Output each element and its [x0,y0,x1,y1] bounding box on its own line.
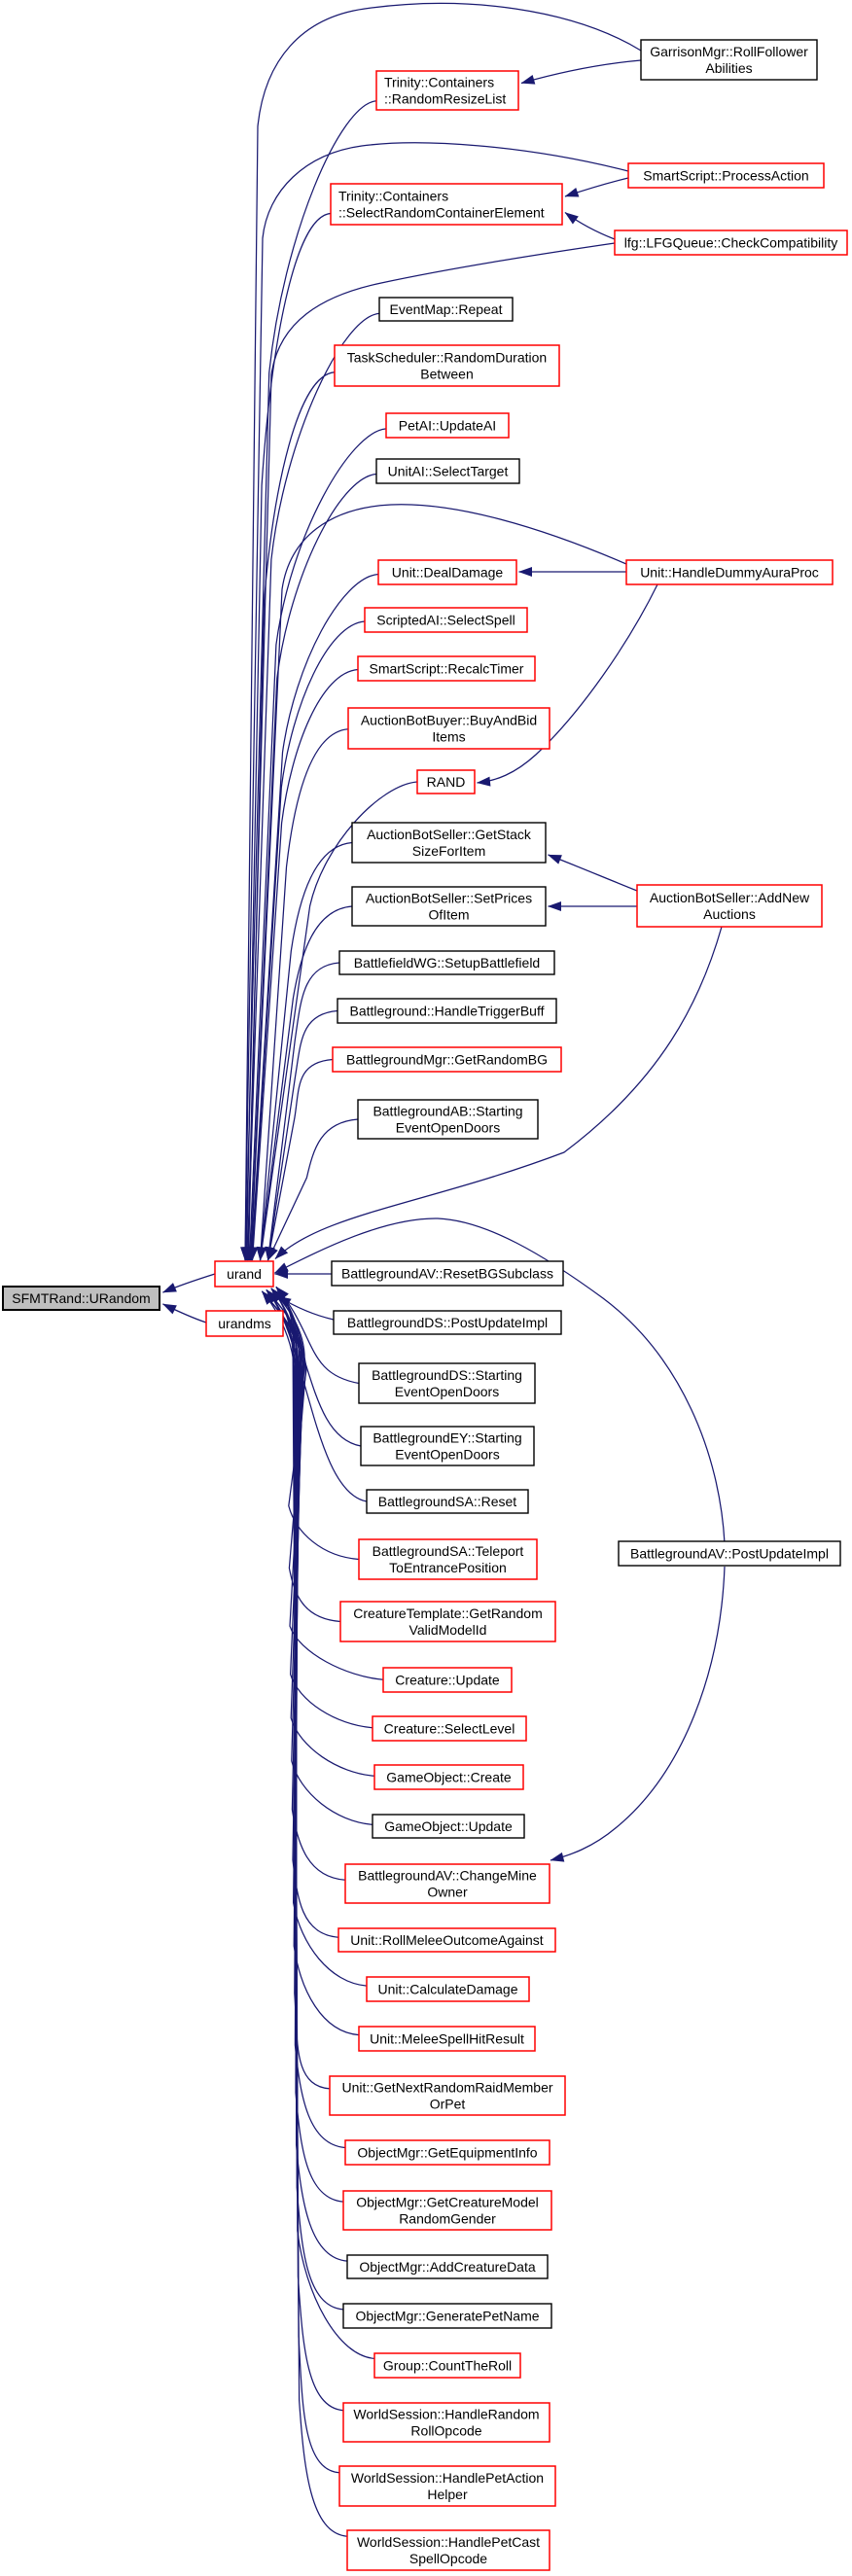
svg-text:ObjectMgr::GetEquipmentInfo: ObjectMgr::GetEquipmentInfo [357,2145,537,2161]
svg-text:Trinity::Containers: Trinity::Containers [338,189,448,204]
svg-text:Unit::DealDamage: Unit::DealDamage [392,565,504,581]
svg-text:EventOpenDoors: EventOpenDoors [396,1120,500,1136]
svg-text:::RandomResizeList: ::RandomResizeList [384,91,506,107]
svg-text:BattlegroundEY::Starting: BattlegroundEY::Starting [373,1430,521,1446]
svg-text:Owner: Owner [427,1885,468,1900]
svg-text:EventMap::Repeat: EventMap::Repeat [390,301,503,317]
svg-text:AuctionBotSeller::SetPrices: AuctionBotSeller::SetPrices [366,891,532,906]
svg-text:TaskScheduler::RandomDuration: TaskScheduler::RandomDuration [347,350,547,366]
svg-text:Unit::RollMeleeOutcomeAgainst: Unit::RollMeleeOutcomeAgainst [350,1932,544,1948]
svg-text:SmartScript::ProcessAction: SmartScript::ProcessAction [643,168,808,184]
svg-text:Abilities: Abilities [705,60,752,76]
svg-text:AuctionBotSeller::AddNew: AuctionBotSeller::AddNew [650,890,810,905]
svg-text:ScriptedAI::SelectSpell: ScriptedAI::SelectSpell [376,613,515,628]
svg-text:BattlegroundDS::PostUpdateImpl: BattlegroundDS::PostUpdateImpl [347,1315,548,1330]
svg-text:EventOpenDoors: EventOpenDoors [395,1384,499,1399]
svg-text:BattlegroundDS::Starting: BattlegroundDS::Starting [372,1367,522,1383]
svg-text:ValidModelId: ValidModelId [409,1622,487,1638]
svg-text:Unit::HandleDummyAuraProc: Unit::HandleDummyAuraProc [640,565,819,581]
svg-text:AuctionBotBuyer::BuyAndBid: AuctionBotBuyer::BuyAndBid [361,713,537,728]
svg-text:CreatureTemplate::GetRandom: CreatureTemplate::GetRandom [353,1606,543,1621]
svg-text:BattlegroundAV::ChangeMine: BattlegroundAV::ChangeMine [358,1868,537,1884]
svg-text:urandms: urandms [218,1316,270,1331]
svg-text:Auctions: Auctions [703,906,756,922]
svg-text:BattlegroundAV::PostUpdateImpl: BattlegroundAV::PostUpdateImpl [630,1546,829,1562]
svg-text:SizeForItem: SizeForItem [412,843,485,859]
svg-text:PetAI::UpdateAI: PetAI::UpdateAI [399,418,496,434]
svg-text:Trinity::Containers: Trinity::Containers [384,75,494,90]
svg-text:OfItem: OfItem [428,907,469,923]
svg-text:BattlefieldWG::SetupBattlefiel: BattlefieldWG::SetupBattlefield [354,955,540,970]
svg-text:::SelectRandomContainerElement: ::SelectRandomContainerElement [338,205,545,221]
svg-text:Unit::CalculateDamage: Unit::CalculateDamage [378,1982,518,1997]
svg-text:SpellOpcode: SpellOpcode [409,2551,487,2566]
svg-text:WorldSession::HandlePetAction: WorldSession::HandlePetAction [351,2470,544,2486]
svg-text:Items: Items [432,729,465,745]
svg-text:ObjectMgr::GeneratePetName: ObjectMgr::GeneratePetName [355,2309,539,2324]
svg-text:BattlegroundSA::Teleport: BattlegroundSA::Teleport [373,1543,524,1559]
svg-text:EventOpenDoors: EventOpenDoors [395,1447,499,1463]
svg-text:ObjectMgr::GetCreatureModel: ObjectMgr::GetCreatureModel [356,2195,539,2210]
svg-text:urand: urand [227,1266,262,1282]
svg-text:lfg::LFGQueue::CheckCompatibil: lfg::LFGQueue::CheckCompatibility [624,235,837,251]
svg-text:GameObject::Create: GameObject::Create [386,1770,512,1785]
svg-text:WorldSession::HandlePetCast: WorldSession::HandlePetCast [357,2534,540,2550]
svg-text:Creature::SelectLevel: Creature::SelectLevel [384,1721,515,1737]
svg-text:SmartScript::RecalcTimer: SmartScript::RecalcTimer [370,661,524,677]
svg-text:Creature::Update: Creature::Update [395,1673,500,1688]
svg-text:SFMTRand::URandom: SFMTRand::URandom [12,1290,150,1306]
svg-text:GameObject::Update: GameObject::Update [384,1818,513,1834]
svg-text:BattlegroundAV::ResetBGSubclas: BattlegroundAV::ResetBGSubclass [341,1266,553,1282]
svg-text:GarrisonMgr::RollFollower: GarrisonMgr::RollFollower [650,44,808,59]
svg-text:Between: Between [420,367,473,382]
svg-text:OrPet: OrPet [430,2097,466,2112]
svg-text:RollOpcode: RollOpcode [410,2423,481,2439]
svg-text:ObjectMgr::AddCreatureData: ObjectMgr::AddCreatureData [359,2259,536,2275]
svg-text:Unit::GetNextRandomRaidMember: Unit::GetNextRandomRaidMember [341,2080,552,2096]
svg-text:UnitAI::SelectTarget: UnitAI::SelectTarget [388,464,509,479]
svg-text:Battleground::HandleTriggerBuf: Battleground::HandleTriggerBuff [349,1004,544,1019]
svg-text:ToEntrancePosition: ToEntrancePosition [389,1560,507,1575]
svg-text:Group::CountTheRoll: Group::CountTheRoll [383,2358,512,2374]
svg-text:RAND: RAND [427,774,466,790]
svg-text:WorldSession::HandleRandom: WorldSession::HandleRandom [353,2407,539,2422]
svg-text:BattlegroundAB::Starting: BattlegroundAB::Starting [373,1104,522,1119]
svg-text:Helper: Helper [427,2487,468,2502]
svg-text:BattlegroundSA::Reset: BattlegroundSA::Reset [378,1494,517,1509]
svg-text:AuctionBotSeller::GetStack: AuctionBotSeller::GetStack [367,827,532,842]
svg-text:BattlegroundMgr::GetRandomBG: BattlegroundMgr::GetRandomBG [346,1052,548,1068]
svg-text:Unit::MeleeSpellHitResult: Unit::MeleeSpellHitResult [370,2031,524,2047]
svg-text:RandomGender: RandomGender [399,2211,496,2227]
